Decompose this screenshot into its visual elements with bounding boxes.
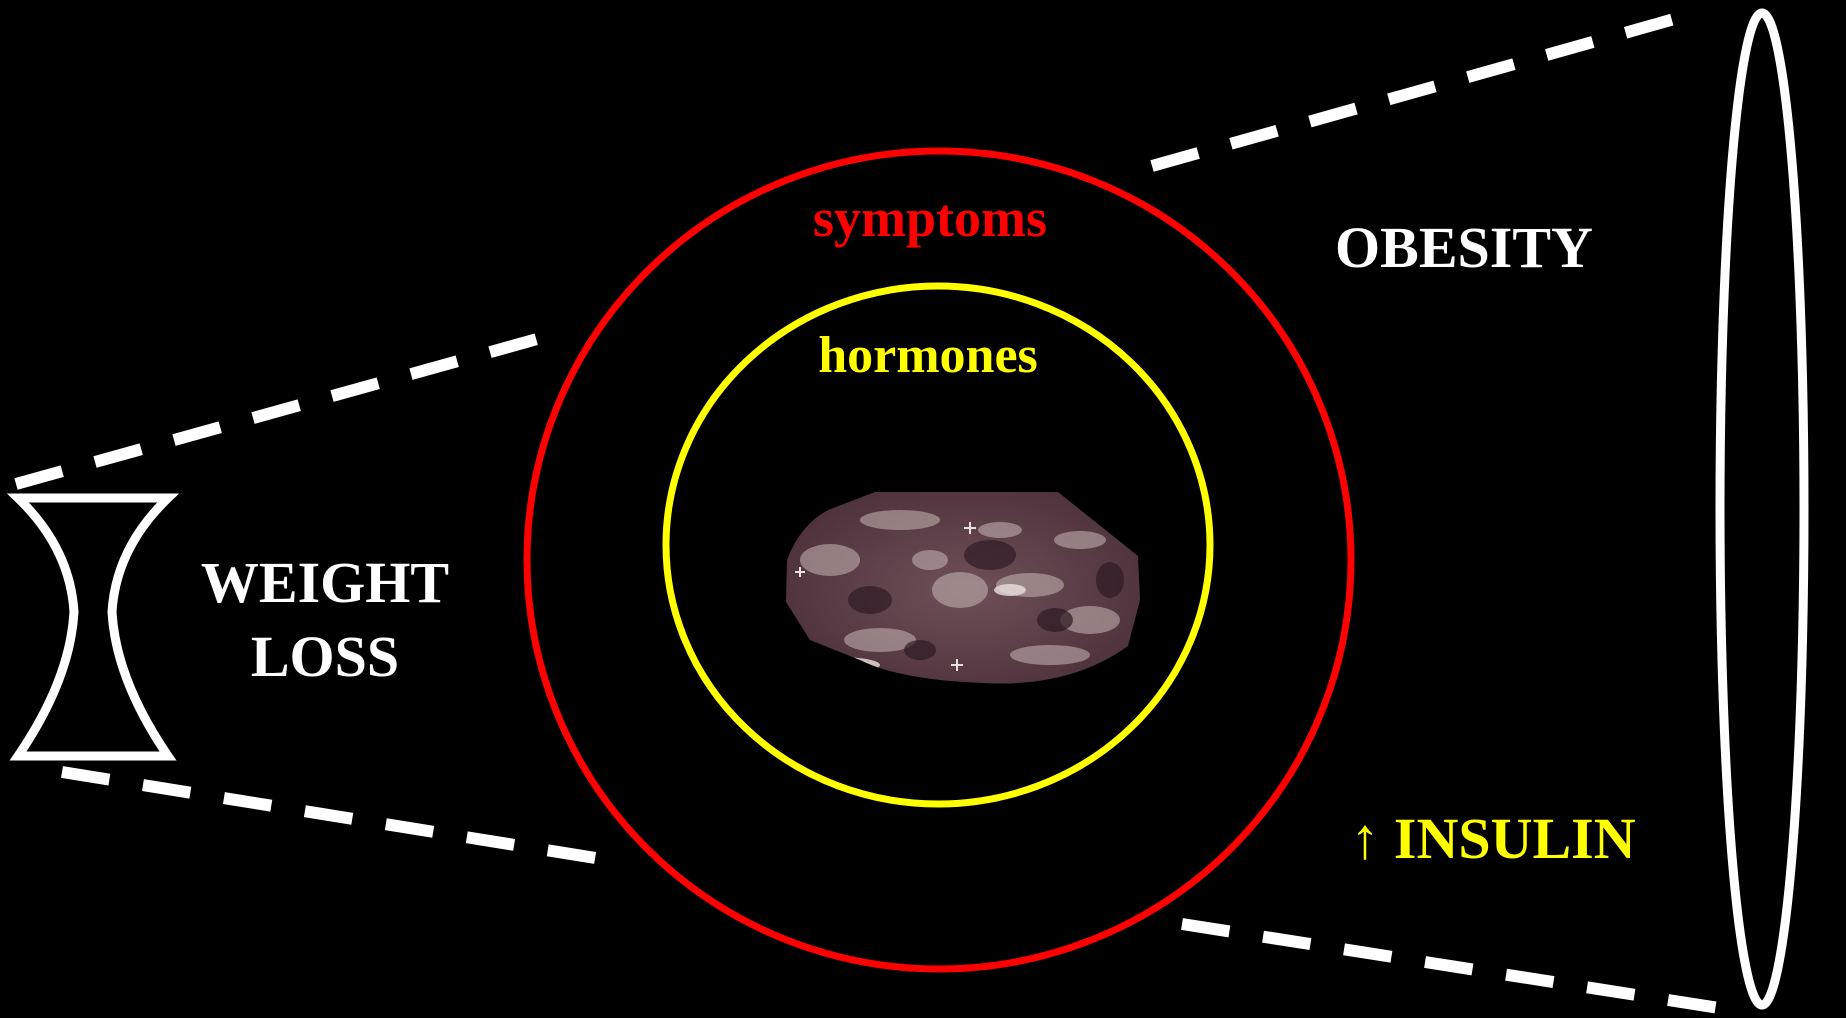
symptoms-label: symptoms [813,188,1047,248]
weight-loss-label-line1: WEIGHT [201,550,449,615]
cone-upper-dashed-line-left [16,336,548,484]
cone-upper-dashed-line-right [1152,16,1685,166]
obesity-label: OBESITY [1335,215,1593,280]
hormones-label: hormones [818,327,1038,384]
ellipse-opening-icon [1720,13,1804,1005]
cone-lower-dashed-line-left [62,772,608,860]
insulin-label: ↑ INSULIN [1350,806,1635,871]
weight-loss-label-line2: LOSS [251,624,399,689]
hourglass-icon [18,498,168,756]
cone-lower-dashed-line-right [1182,924,1732,1010]
ultrasound-ovary-image [780,485,1150,695]
